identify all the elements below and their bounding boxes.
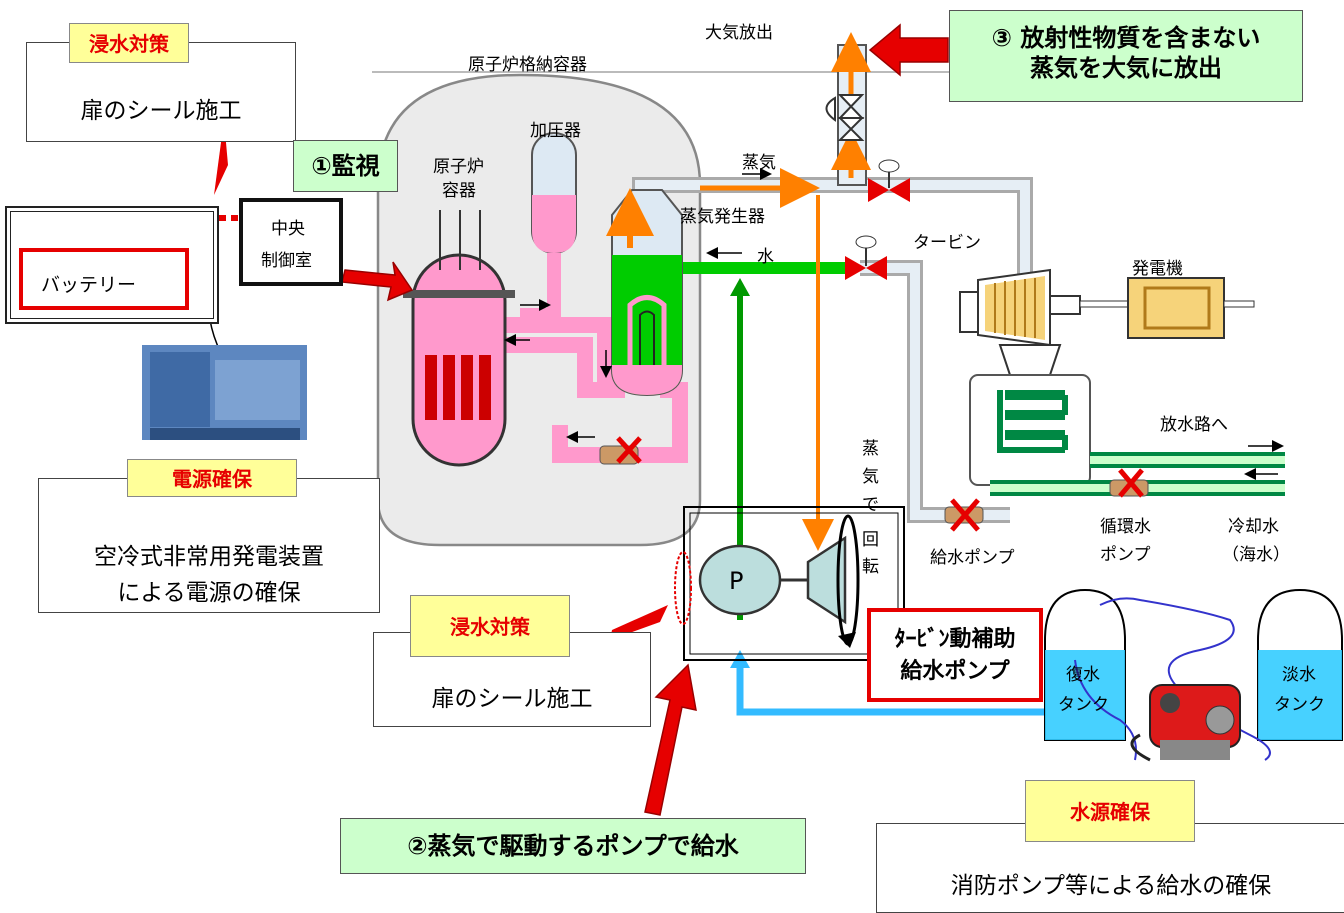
banner-release-line2: 蒸気を大気に放出 — [1030, 54, 1222, 82]
label-fresh-tank-1: 淡水 — [1282, 665, 1316, 685]
control-room-label-1: 中央 — [271, 219, 305, 239]
callout-water: 水源確保 消防ポンプ等による給水の確保 — [876, 780, 1344, 913]
aux-pump-label-1: ﾀｰﾋﾞﾝ動補助 — [894, 627, 1016, 652]
label-steam-generator: 蒸気発生器 — [680, 207, 765, 227]
label-atmosphere-release: 大気放出 — [705, 23, 773, 43]
label-condensate-tank-2: タンク — [1058, 695, 1109, 715]
banner-feed: ②蒸気で駆動するポンプで給水 — [340, 818, 806, 874]
aux-pump-enclosure — [683, 506, 905, 661]
banner-release: ③ 放射性物質を含まない 蒸気を大気に放出 — [949, 10, 1303, 102]
callout-power: 電源確保 空冷式非常用発電装置 による電源の確保 — [38, 459, 380, 613]
turbine — [959, 268, 1081, 376]
banner-release-line1: ③ 放射性物質を含まない — [991, 24, 1261, 52]
label-circ-pump-1: 循環水 — [1100, 517, 1151, 537]
banner-monitor: ①監視 — [293, 140, 398, 192]
label-reactor-vessel-2: 容器 — [442, 181, 476, 201]
label-vertical-5: 転 — [862, 557, 879, 577]
label-steam: 蒸気 — [742, 153, 776, 173]
battery-label: バッテリー — [41, 274, 137, 296]
label-vertical-3: で — [862, 495, 879, 515]
control-room-box: 中央 制御室 — [239, 198, 343, 286]
label-circ-pump-2: ポンプ — [1100, 545, 1151, 565]
arrow-release — [868, 23, 949, 77]
control-room-label-2: 制御室 — [261, 251, 312, 271]
label-vertical-2: 気 — [862, 467, 879, 487]
diesel-generator-image — [142, 345, 307, 440]
label-turbine: タービン — [913, 233, 981, 253]
label-pressurizer: 加圧器 — [530, 121, 581, 141]
battery-box: バッテリー — [19, 248, 189, 310]
callout-flood-mid-text: 扉のシール施工 — [431, 686, 593, 712]
callout-flood-top-tag: 浸水対策 — [69, 23, 189, 63]
callout-power-tag: 電源確保 — [127, 459, 297, 497]
callout-water-text: 消防ポンプ等による給水の確保 — [950, 873, 1272, 899]
label-cooling-water-1: 冷却水 — [1228, 517, 1279, 537]
label-discharge: 放水路へ — [1160, 415, 1228, 435]
callout-flood-mid-tag: 浸水対策 — [410, 595, 570, 657]
battery-building: バッテリー — [5, 206, 219, 324]
label-vertical-4: 回 — [862, 530, 879, 550]
aux-pump-label-2: 給水ポンプ — [900, 659, 1010, 684]
label-pump-p: P — [729, 567, 744, 595]
callout-flood-top-text: 扉のシール施工 — [80, 98, 242, 124]
callout-flood-top: 浸水対策 扉のシール施工 — [26, 23, 296, 142]
fire-pump-image — [1130, 684, 1241, 762]
callout-water-tag: 水源確保 — [1025, 780, 1195, 842]
label-condensate-tank-1: 復水 — [1066, 665, 1100, 685]
label-feed-pump: 給水ポンプ — [930, 548, 1015, 568]
label-containment: 原子炉格納容器 — [468, 55, 587, 75]
callout-power-line2: による電源の確保 — [117, 580, 301, 606]
callout-flood-mid: 浸水対策 扉のシール施工 — [373, 595, 651, 727]
label-fresh-tank-2: タンク — [1274, 695, 1325, 715]
label-water: 水 — [757, 247, 774, 267]
label-reactor-vessel-1: 原子炉 — [433, 157, 484, 177]
aux-pump-label-box: ﾀｰﾋﾞﾝ動補助 給水ポンプ — [867, 608, 1043, 702]
arrow-feed — [644, 663, 697, 816]
callout-power-line1: 空冷式非常用発電装置 — [94, 544, 324, 570]
label-generator: 発電機 — [1132, 259, 1183, 279]
label-cooling-water-2: （海水） — [1222, 545, 1290, 565]
arrow-control-to-reactor — [341, 261, 414, 302]
label-vertical-1: 蒸 — [862, 439, 879, 459]
generator — [1079, 277, 1255, 339]
